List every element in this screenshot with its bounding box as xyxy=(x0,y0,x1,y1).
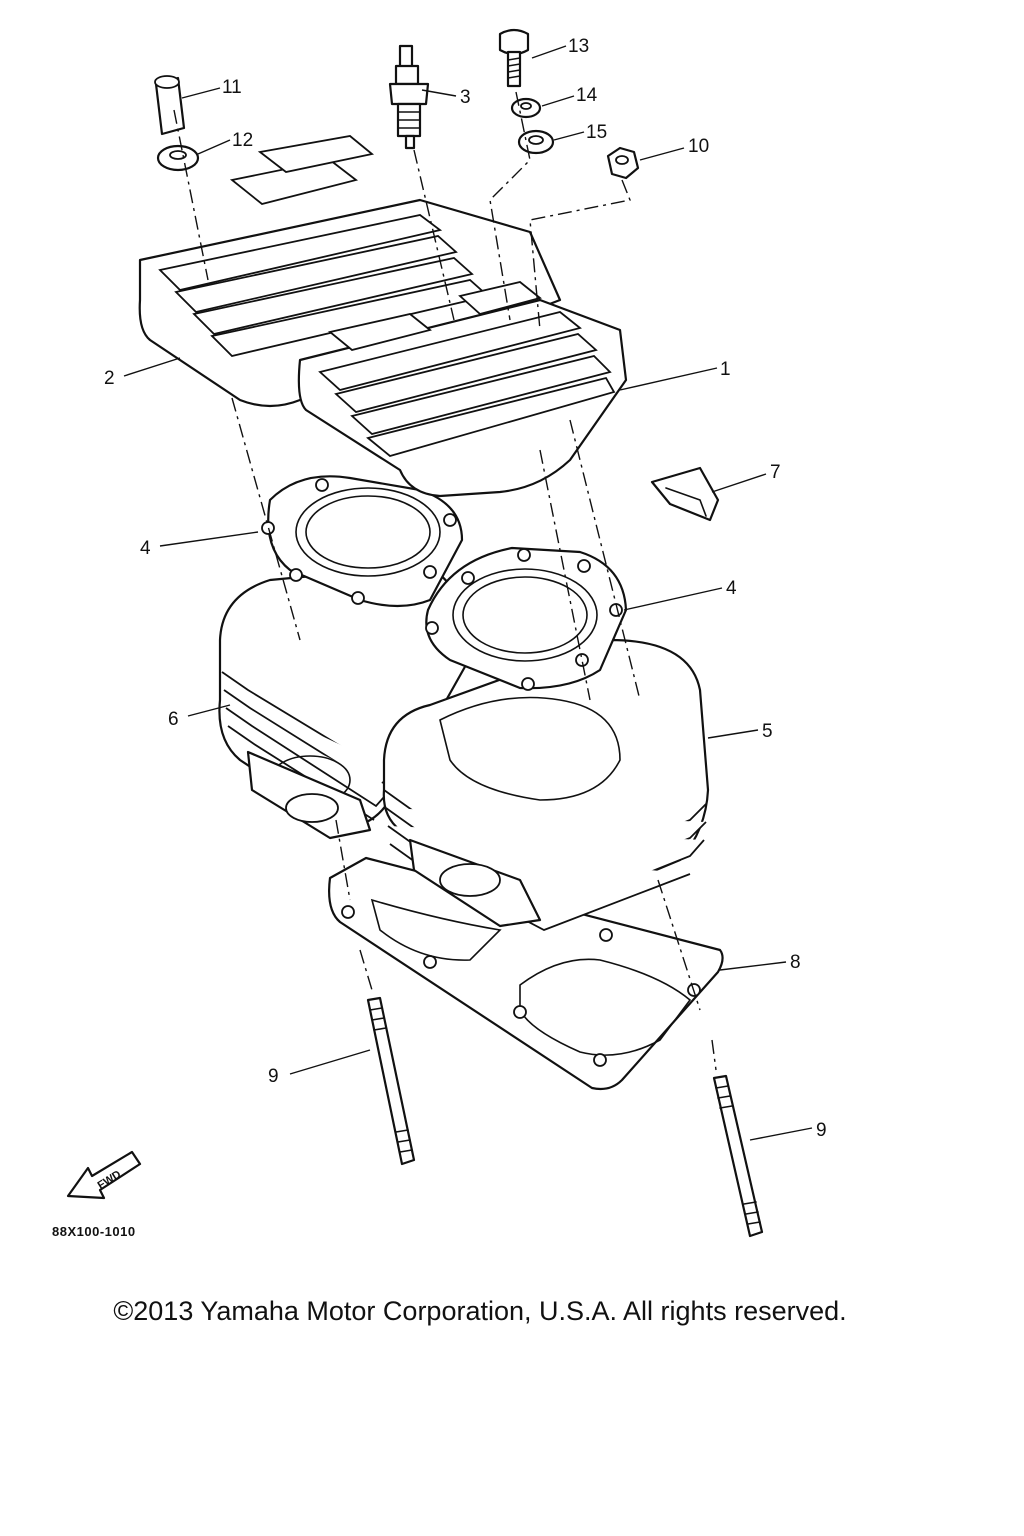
washer-12 xyxy=(156,144,200,172)
cylinder-rear xyxy=(218,563,482,840)
diagram-code: 88X100-1010 xyxy=(52,1224,136,1239)
callout-1: 1 xyxy=(720,359,731,380)
callout-9b: 9 xyxy=(816,1120,827,1141)
callout-2: 2 xyxy=(104,368,115,389)
callout-6: 6 xyxy=(168,709,179,730)
nut xyxy=(606,146,640,180)
cylinder-front xyxy=(382,638,710,931)
callout-4a: 4 xyxy=(140,538,151,559)
cylinder-head-front xyxy=(297,281,628,498)
callout-labels: 1 2 3 4 4 5 6 7 8 9 9 10 11 12 13 14 15 xyxy=(104,36,827,1141)
callout-10: 10 xyxy=(688,136,709,157)
bolt xyxy=(498,28,530,88)
callout-14: 14 xyxy=(576,85,598,106)
callout-9a: 9 xyxy=(268,1066,279,1087)
callout-4b: 4 xyxy=(726,578,737,599)
callout-7: 7 xyxy=(770,462,781,483)
callout-13: 13 xyxy=(568,36,589,57)
washer-14 xyxy=(510,97,542,119)
stud-bolt-right xyxy=(712,1074,764,1238)
stud-bolt-left xyxy=(366,996,416,1166)
callout-8: 8 xyxy=(790,952,801,973)
spacer xyxy=(154,75,186,136)
head-gasket-front xyxy=(425,546,628,691)
spark-plug xyxy=(388,44,430,150)
base-gasket xyxy=(328,856,724,1091)
callout-15: 15 xyxy=(586,122,607,143)
leader-lines xyxy=(123,45,813,1141)
callout-3: 3 xyxy=(460,87,471,108)
cylinder-head-rear xyxy=(138,135,562,408)
callout-11: 11 xyxy=(222,77,242,98)
alignment-lines xyxy=(173,91,717,1071)
callout-12: 12 xyxy=(232,130,253,151)
copyright-notice: ©2013 Yamaha Motor Corporation, U.S.A. A… xyxy=(113,1296,847,1326)
forward-arrow-icon: FWD xyxy=(66,1150,142,1200)
washer-15 xyxy=(517,129,555,155)
head-gasket-rear xyxy=(261,475,464,608)
callout-5: 5 xyxy=(762,721,773,742)
guard xyxy=(650,466,720,522)
